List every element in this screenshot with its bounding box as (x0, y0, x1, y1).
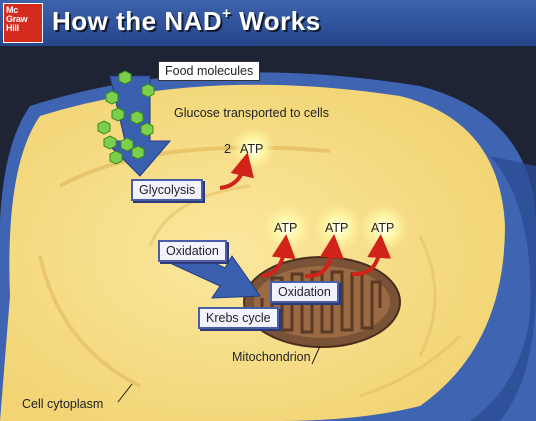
cell-cytoplasm-label: Cell cytoplasm (22, 397, 104, 411)
cell-body (0, 84, 505, 421)
glucose-molecules (97, 70, 155, 165)
title-superscript: + (222, 5, 232, 23)
atp-label: ATP (325, 221, 349, 235)
diagram-graphics (0, 46, 536, 421)
title-main: How the NAD (52, 6, 223, 36)
mitochondrion-pointer (311, 345, 321, 365)
title-tail: Works (231, 6, 321, 36)
krebs-cycle-label: Krebs cycle (198, 307, 279, 329)
cytoplasm-strand (359, 334, 462, 398)
cytoplasm-strand (59, 145, 331, 188)
membrane-shade (470, 156, 536, 421)
logo-line: Mc (6, 5, 18, 15)
atp-count: 2 (224, 142, 231, 156)
cytoplasm-strand (418, 235, 437, 357)
cytoplasm-strand (148, 184, 251, 247)
atp-label: ATP (274, 221, 298, 235)
oxidation-label: Oxidation (270, 281, 339, 303)
atp-arrow (351, 234, 392, 277)
mcgraw-hill-logo: Mc Graw Hill (3, 3, 43, 43)
oxidation-label: Oxidation (158, 240, 227, 262)
title-bar: Mc Graw Hill How the NAD+ Works (0, 0, 536, 46)
logo-line: Graw (6, 14, 28, 24)
cytoplasm-strand (38, 255, 141, 388)
logo-line: Hill (6, 23, 19, 33)
atp-arrow (304, 234, 344, 279)
cytoplasm-pointer (117, 383, 133, 403)
page-title: How the NAD+ Works (52, 5, 321, 37)
atp-label: ATP (371, 221, 395, 235)
atp-arrow (219, 152, 255, 190)
glycolysis-label: Glycolysis (131, 179, 204, 201)
mitochondrion-label: Mitochondrion (232, 350, 311, 364)
food-molecules-label: Food molecules (158, 61, 261, 81)
diagram: Food molecules Glucose transported to ce… (0, 46, 536, 421)
atp-label: ATP (240, 142, 264, 156)
atp-arrow (261, 234, 296, 278)
glucose-transport-label: Glucose transported to cells (174, 106, 329, 120)
